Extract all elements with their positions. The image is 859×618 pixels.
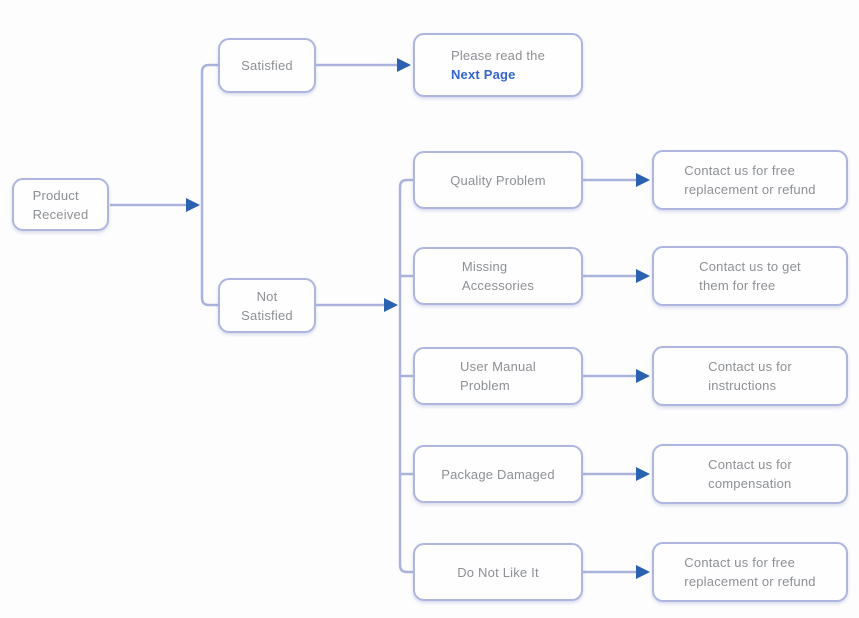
arrowhead-product-to-branch xyxy=(186,198,200,212)
node-label-line: Please read the xyxy=(450,48,546,63)
node-label-line: Do Not Like It xyxy=(457,564,539,580)
arrowhead-quality-to-contact xyxy=(636,173,650,187)
node-label-line: Satisfied xyxy=(241,58,293,73)
node-satisfied: Satisfied xyxy=(218,38,316,93)
node-missing-accessories: Missing Accessories xyxy=(413,247,583,305)
arrowhead-manual-to-contact xyxy=(636,369,650,383)
node-label-line: Package Damaged xyxy=(441,466,555,482)
node-contact-free-replacement-2: Contact us for free replacement or refun… xyxy=(652,542,848,602)
node-label-line: Product xyxy=(32,187,79,203)
node-label-line: compensation xyxy=(708,476,792,491)
node-label-line: replacement or refund xyxy=(684,574,816,589)
node-label-line: Missing xyxy=(461,259,508,274)
branch-satisfaction-line xyxy=(200,63,218,307)
node-label-line: Contact us to get xyxy=(699,259,801,274)
node-contact-compensation: Contact us for compensation xyxy=(652,444,848,504)
branch-problems-line xyxy=(398,178,413,574)
node-contact-instructions: Contact us for instructions xyxy=(652,346,848,406)
next-page-link-text: Next Page xyxy=(450,67,516,82)
node-contact-get-free: Contact us to get them for free xyxy=(652,246,848,306)
node-label-line: Problem xyxy=(460,378,510,393)
node-label-line: instructions xyxy=(708,378,777,393)
node-label-line: Contact us for free xyxy=(684,555,796,570)
node-label-line: replacement or refund xyxy=(684,182,816,197)
node-label-line: Contact us for xyxy=(708,359,792,374)
arrowhead-dislike-to-contact xyxy=(636,565,650,579)
node-label-line: User Manual xyxy=(460,359,536,374)
node-contact-free-replacement-1: Contact us for free replacement or refun… xyxy=(652,150,848,210)
arrowhead-accessories-to-contact xyxy=(636,269,650,283)
arrowhead-satisfied-to-nextpage xyxy=(397,58,411,72)
node-product-received: Product Received xyxy=(12,178,109,231)
node-label-line: Contact us for free xyxy=(684,163,796,178)
node-do-not-like-it: Do Not Like It xyxy=(413,543,583,601)
node-label-line: Not xyxy=(256,288,278,304)
node-label-line: them for free xyxy=(699,278,776,293)
arrowhead-notsatisfied-to-branch xyxy=(384,298,398,312)
node-label-line: Contact us for xyxy=(708,457,792,472)
node-quality-problem: Quality Problem xyxy=(413,151,583,209)
node-not-satisfied: Not Satisfied xyxy=(218,278,316,333)
node-read-next-page: Please read the Next Page xyxy=(413,33,583,97)
node-package-damaged: Package Damaged xyxy=(413,445,583,503)
node-label-line: Received xyxy=(32,206,89,222)
node-label-line: Accessories xyxy=(461,278,535,293)
node-label-line: Quality Problem xyxy=(450,172,546,188)
node-user-manual-problem: User Manual Problem xyxy=(413,347,583,405)
node-label-line: Satisfied xyxy=(241,307,293,323)
arrowhead-package-to-contact xyxy=(636,467,650,481)
